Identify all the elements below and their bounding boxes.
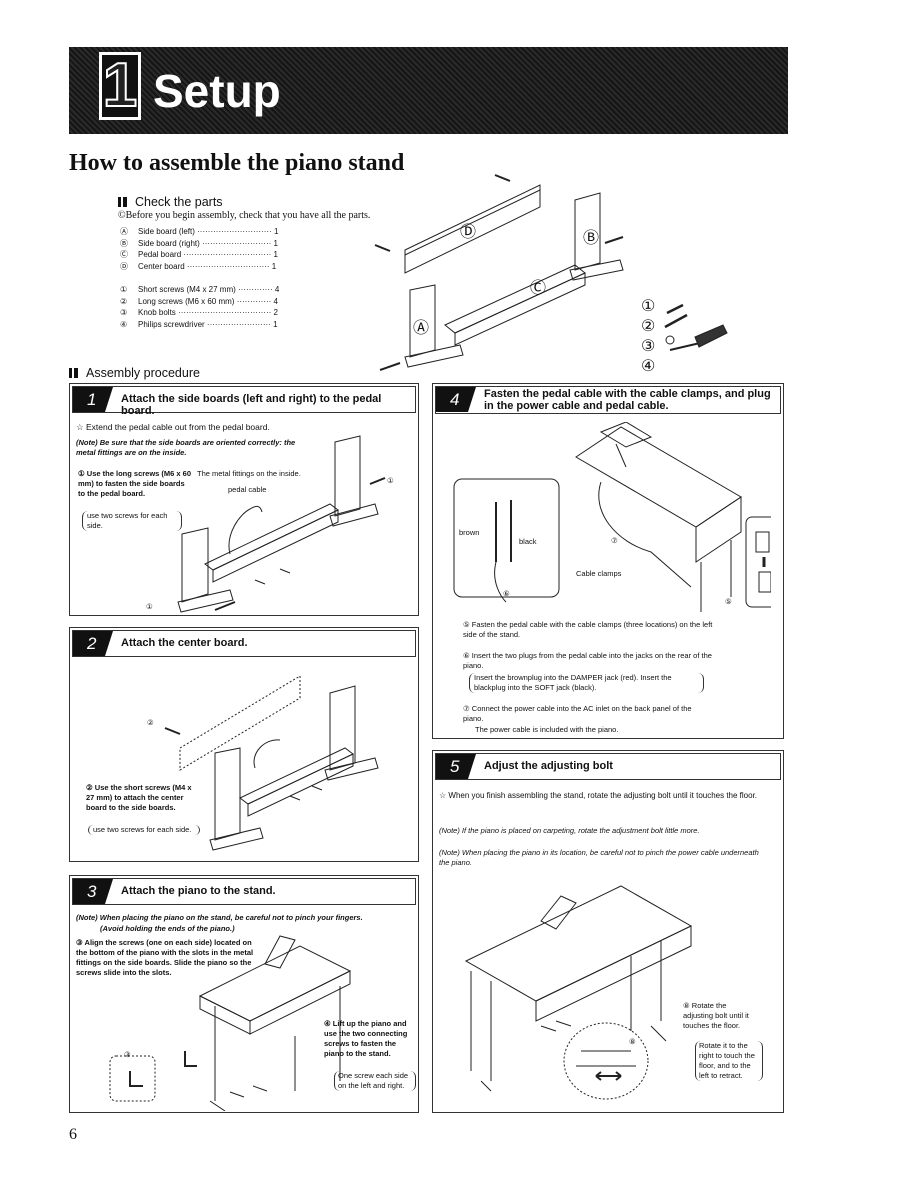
label-cable-clamps: Cable clamps [576,569,622,578]
step-4-panel: 4 Fasten the pedal cable with the cable … [432,383,784,739]
step-5-illustration [464,885,693,1100]
step-5-paren: Rotate it to the right to touch the floo… [695,1041,763,1081]
step-3-header: 3 Attach the piano to the stand. [72,878,416,905]
step-4-mark-5: ⑤ [725,597,732,606]
step-2-illustration [164,675,379,851]
step-4-paren: Insert the brownplug into the DAMPER jac… [469,673,704,693]
step-1-screw-mark: ① [146,602,153,611]
step-5-header: 5 Adjust the adjusting bolt [435,753,781,780]
step-4-instruction-7b: The power cable is included with the pia… [475,725,619,734]
section-bullet-icon [69,368,78,378]
assembly-heading: Assembly procedure [69,366,200,380]
step-title: Fasten the pedal cable with the cable cl… [484,388,771,412]
parts-illustration: Ⓓ Ⓑ Ⓒ Ⓐ ① ② ③ ④ [374,174,728,375]
step-1-panel: 1 Attach the side boards (left and right… [69,383,419,616]
part-4-label: ④ [641,358,655,375]
step-1-header: 1 Attach the side boards (left and right… [72,386,416,417]
label-black: black [519,537,537,546]
step-5-star-text: ☆ When you finish assembling the stand, … [439,791,758,800]
section-bullet-icon [118,197,127,207]
step-5-instruction: ⑧ Rotate the adjusting bolt until it tou… [683,1001,749,1030]
page-number: 6 [69,1126,77,1143]
step-title: Attach the piano to the stand. [121,885,276,897]
step-2-panel: 2 Attach the center board. ② ② Use the s… [69,627,419,862]
step-1-mark: ① [387,476,394,485]
step-3-instruction-2: ④ Lift up the piano and use the two conn… [324,1019,408,1058]
step-4-mark-7: ⑦ [611,536,618,545]
step-4-illustration [453,422,771,612]
part-b-label: Ⓑ [583,229,599,247]
step-number: 5 [436,754,476,779]
step-4-instruction-6: ⑥ Insert the two plugs from the pedal ca… [463,651,712,670]
part-a-label: Ⓐ [413,319,429,337]
step-title: Adjust the adjusting bolt [484,760,613,772]
step-1-note: (Note) Be sure that the side boards are … [76,438,296,457]
part-c-label: Ⓒ [530,279,546,297]
step-4-header: 4 Fasten the pedal cable with the cable … [435,386,781,414]
part-3-label: ③ [641,338,655,355]
step-3-panel: 3 Attach the piano to the stand. (Note) … [69,875,419,1113]
chapter-title: Setup [153,65,281,117]
step-2-paren: use two screws for each side. [88,825,200,835]
step-3-note-2: (Avoid holding the ends of the piano.) [100,924,235,933]
part-2-label: ② [641,318,655,335]
step-2-header: 2 Attach the center board. [72,630,416,657]
step-3-note: (Note) When placing the piano on the sta… [76,913,363,922]
step-number: 4 [436,387,476,412]
label-brown: brown [459,528,480,537]
step-3-illustration [109,935,352,1111]
part-1-label: ① [641,298,655,315]
step-5-note-2: (Note) When placing the piano in its loc… [439,848,759,867]
page-title: How to assemble the piano stand [69,150,405,176]
chapter-banner: 1 Setup [69,47,788,134]
step-number: 1 [73,387,113,412]
label-metal-fittings: The metal fittings on the inside. [197,469,301,478]
step-number: 2 [73,631,113,656]
step-4-instruction-7: ⑦ Connect the power cable into the AC in… [463,704,692,723]
step-5-circle-mark: ⑧ [629,1037,636,1046]
step-4-instruction-5: ⑤ Fasten the pedal cable with the cable … [463,620,713,639]
step-4-mark-6: ⑥ [503,589,510,598]
check-parts-note: ©Before you begin assembly, check that y… [118,210,371,221]
label-pedal-cable: pedal cable [228,485,267,494]
step-5-note-1: (Note) If the piano is placed on carpeti… [439,826,700,835]
step-number: 3 [73,879,113,904]
step-3-mark: ③ [124,1050,131,1059]
step-3-instruction-1: ③ Align the screws (one on each side) lo… [76,938,254,977]
step-1-star-text: ☆ Extend the pedal cable out from the pe… [76,422,270,432]
step-5-panel: 5 Adjust the adjusting bolt ☆ When you f… [432,750,784,1113]
chapter-number: 1 [99,52,141,120]
check-parts-heading: Check the parts [118,195,223,209]
step-2-instruction: ② Use the short screws (M4 x 27 mm) to a… [86,783,192,812]
step-1-paren: use two screws for each side. [82,511,182,531]
step-title: Attach the side boards (left and right) … [121,393,382,417]
step-1-instruction: ① Use the long screws (M6 x 60 mm) to fa… [78,469,192,498]
step-2-screw-mark: ② [147,718,154,727]
step-1-illustration [177,435,386,613]
step-3-paren: One screw each side on the left and righ… [334,1071,416,1091]
step-title: Attach the center board. [121,637,248,649]
part-d-label: Ⓓ [460,223,476,241]
